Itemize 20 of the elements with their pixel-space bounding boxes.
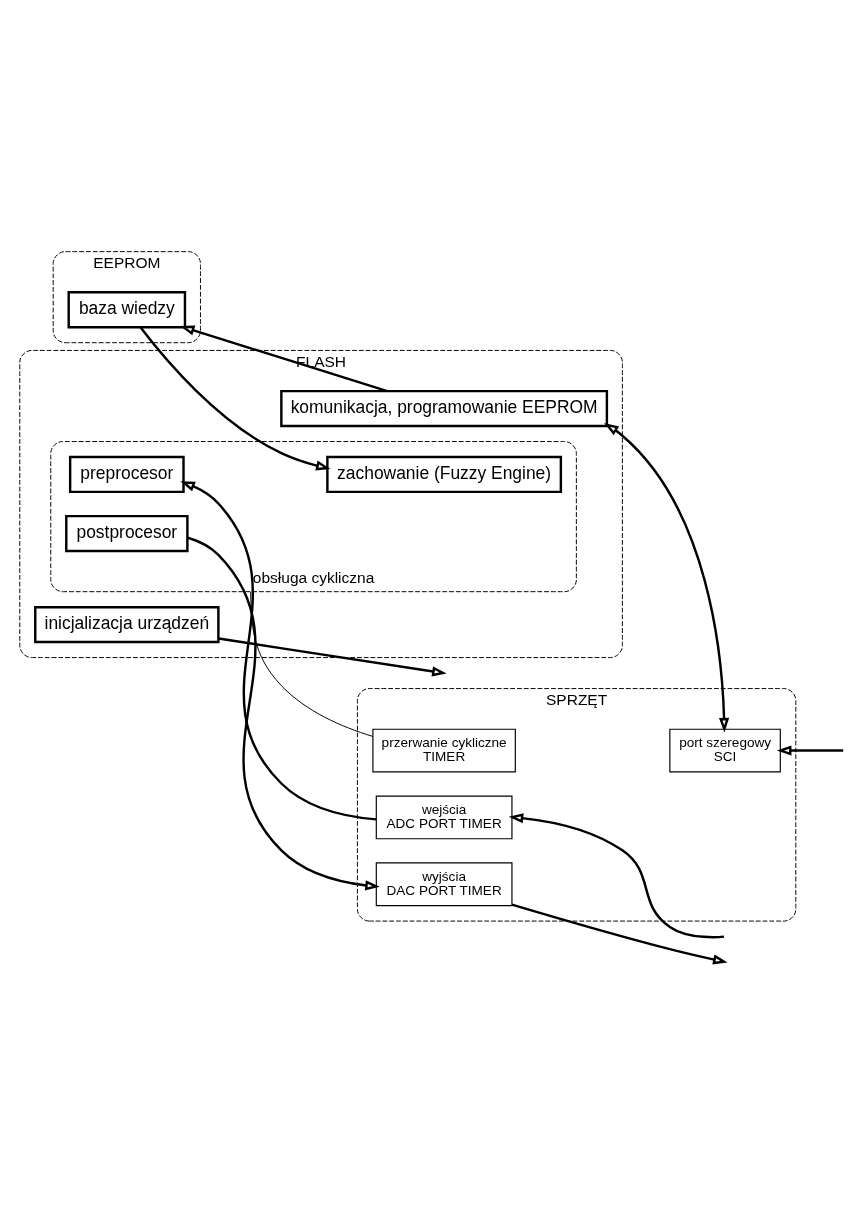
arrow	[179, 325, 388, 392]
node-box: wyjścia DAC PORT TIMER	[375, 861, 513, 906]
node-box: inicjalizacja urządzeń	[34, 605, 220, 643]
arrow	[776, 744, 844, 756]
arrow	[604, 422, 730, 732]
node-box: przerwanie cykliczne TIMER	[372, 728, 516, 772]
arrow	[508, 812, 725, 938]
arrow	[511, 902, 728, 964]
connector	[250, 590, 374, 737]
node-box: postprocesor	[65, 514, 189, 552]
arrow	[139, 326, 331, 471]
node-box: komunikacja, programowanie EEPROM	[280, 389, 609, 427]
node-box: wejścia ADC PORT TIMER	[375, 795, 513, 839]
node-box: port szeregowy SCI	[669, 728, 781, 772]
arrow	[218, 636, 447, 676]
arrow	[187, 536, 380, 890]
arrow	[180, 480, 377, 821]
node-box: preprocesor	[68, 455, 185, 493]
node-box: zachowanie (Fuzzy Engine)	[326, 455, 563, 493]
node-box: baza wiedzy	[67, 290, 187, 328]
